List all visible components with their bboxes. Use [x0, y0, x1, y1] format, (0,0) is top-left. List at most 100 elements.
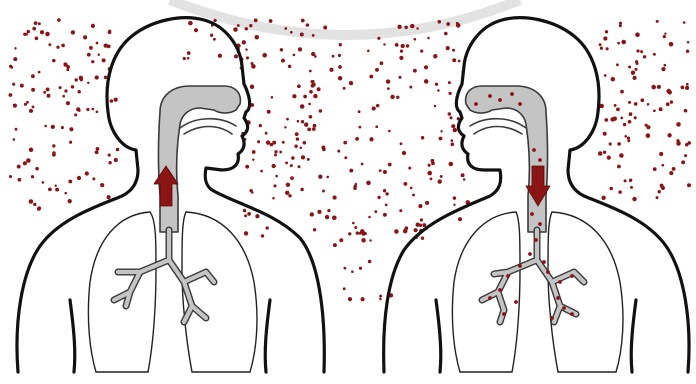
particle-dot	[108, 154, 111, 157]
particle-dot	[383, 189, 386, 192]
particle-dot	[358, 110, 361, 113]
particle-dot	[431, 162, 435, 166]
particle-dot	[646, 125, 650, 129]
left-person-arm-line-2	[265, 300, 270, 372]
particle-dot	[297, 84, 301, 88]
particle-dot	[255, 214, 259, 218]
particle-dot	[55, 188, 59, 192]
particle-dot	[300, 147, 303, 150]
particle-dot	[31, 74, 35, 78]
particle-dot	[444, 32, 448, 36]
particle-dot	[453, 204, 455, 206]
particle-dot	[646, 133, 651, 138]
particle-dot	[338, 65, 342, 69]
particle-dot	[313, 228, 316, 231]
particle-dot	[83, 35, 87, 39]
particle-dot	[292, 94, 296, 98]
particle-dot	[366, 181, 371, 186]
particle-dot	[26, 158, 31, 163]
particle-dot	[640, 50, 643, 53]
particle-dot	[684, 109, 688, 113]
particle-dot	[279, 151, 282, 154]
particle-dot	[614, 104, 617, 107]
particle-dot	[452, 49, 455, 52]
particle-dot	[116, 148, 119, 151]
particle-dot	[448, 81, 451, 84]
particle-dot	[603, 36, 607, 40]
particle-dot	[687, 183, 691, 187]
particle-dot	[273, 184, 276, 187]
particle-dot	[301, 120, 304, 123]
particle-dot	[13, 104, 17, 108]
particle-dot	[611, 77, 616, 82]
particle-dot	[257, 140, 260, 143]
particle-dot	[413, 69, 417, 73]
particle-dot	[108, 161, 111, 164]
particle-dot	[451, 143, 455, 147]
particle-dot	[658, 190, 661, 193]
particle-dot	[399, 56, 403, 60]
particle-dot	[354, 226, 357, 229]
particle-dot	[37, 207, 40, 210]
particle-dot	[318, 175, 322, 179]
particle-dot	[325, 215, 329, 219]
inhaled-particle-dot	[506, 274, 510, 278]
particle-dot	[96, 147, 100, 151]
particle-dot	[332, 216, 337, 221]
particle-dot	[286, 183, 290, 187]
particle-dot	[627, 136, 630, 139]
particle-dot	[29, 148, 33, 152]
particle-dot	[458, 60, 461, 63]
particle-dot	[31, 88, 35, 92]
particle-dot	[624, 135, 627, 138]
particle-dot	[35, 36, 39, 40]
particle-dot	[678, 142, 681, 145]
particle-dot	[92, 177, 95, 180]
particle-dot	[409, 86, 412, 89]
inhaled-particle-dot	[498, 288, 502, 292]
particle-dot	[20, 84, 24, 88]
particle-dot	[610, 117, 614, 121]
particle-dot	[187, 51, 191, 55]
particle-dot	[619, 153, 624, 158]
particle-dot	[669, 171, 673, 175]
particle-dot	[333, 243, 337, 247]
particle-dot	[349, 169, 353, 173]
particle-dot	[375, 68, 379, 72]
particle-dot	[434, 105, 437, 108]
particle-dot	[52, 144, 55, 147]
particle-dot	[628, 101, 631, 104]
particle-dot	[664, 64, 667, 67]
particle-dot	[427, 37, 430, 40]
particle-dot	[628, 120, 632, 124]
particle-dot	[110, 99, 114, 103]
particle-dot	[304, 123, 308, 127]
particle-dot	[348, 297, 352, 301]
particle-dot	[86, 108, 89, 111]
particle-dot	[13, 138, 16, 141]
particle-dot	[416, 27, 418, 29]
particle-dot	[322, 190, 325, 193]
particle-dot	[376, 104, 380, 108]
particle-dot	[339, 238, 343, 242]
particle-dot	[377, 37, 380, 40]
particle-dot	[620, 117, 623, 120]
particle-dot	[685, 86, 689, 90]
inhaled-particle-dot	[562, 306, 566, 310]
particle-dot	[52, 59, 56, 63]
particle-dot	[681, 86, 685, 90]
particle-dot	[604, 74, 607, 77]
particle-dot	[310, 212, 314, 216]
particle-dot	[344, 156, 347, 159]
particle-dot	[71, 85, 74, 88]
particle-dot	[303, 141, 307, 145]
particle-dot	[633, 76, 637, 80]
particle-dot	[601, 196, 605, 200]
particle-dot	[267, 110, 271, 114]
particle-dot	[388, 163, 392, 167]
particle-dot	[13, 57, 17, 61]
particle-dot	[45, 32, 49, 36]
particle-dot	[367, 50, 370, 53]
particle-dot	[669, 42, 674, 47]
inhaled-particle-dot	[518, 102, 522, 106]
